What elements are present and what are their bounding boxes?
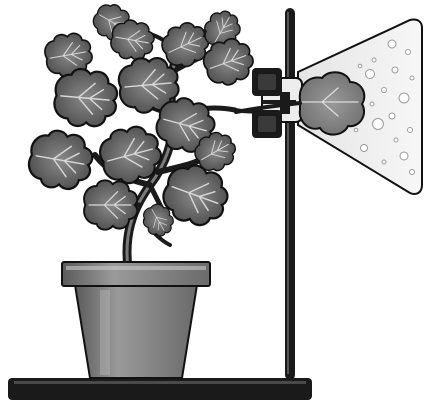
stand-base (8, 378, 312, 400)
stand-rod (285, 8, 295, 380)
flower-pot (62, 262, 210, 378)
